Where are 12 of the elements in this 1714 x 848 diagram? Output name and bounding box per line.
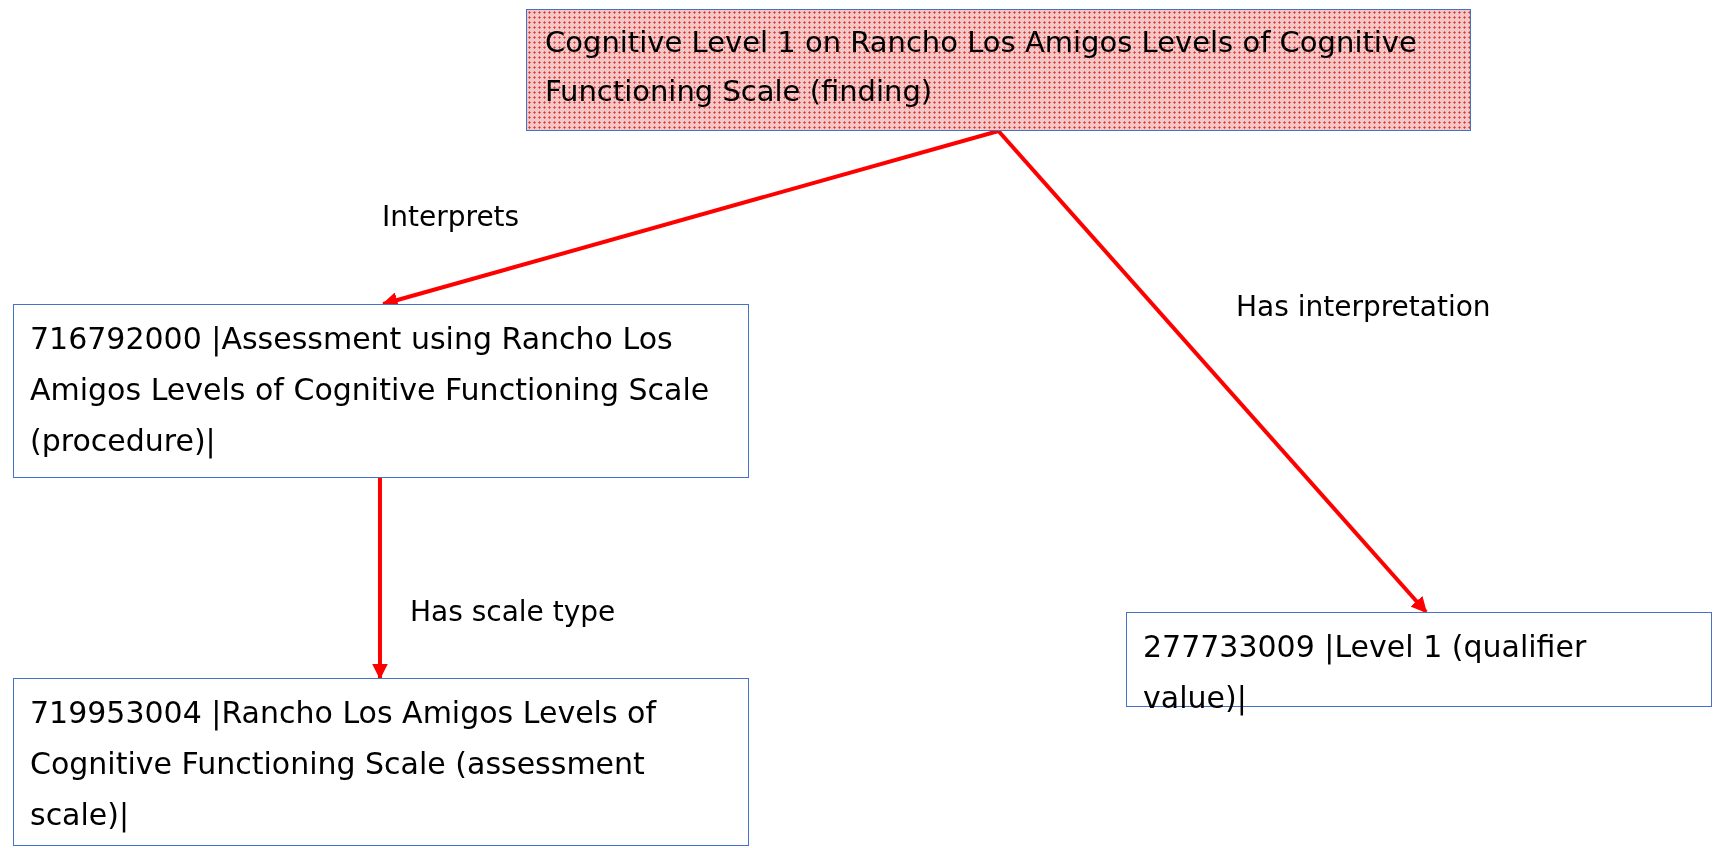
arrow [371, 478, 388, 680]
edge-label: Has interpretation [1236, 290, 1491, 323]
concept-text: 277733009 |Level 1 (qualifier value)| [1143, 629, 1587, 715]
concept-box [526, 9, 1471, 131]
edge-label: Has scale type [410, 595, 616, 628]
concept-text: 716792000 |Assessment using Rancho Los Amigos Levels of Cognitive Functioning Scale (procedure)| [30, 321, 710, 458]
concept-text: 719953004 |Rancho Los Amigos Levels of Cognitive Functioning Scale (assessment scale)| [30, 695, 657, 832]
concept-text: Cognitive Level 1 on Rancho Los Amigos Levels of Cognitive Functioning Scale (finding) [545, 25, 1417, 108]
concept-box [13, 678, 749, 846]
edge-label: Interprets [382, 200, 520, 233]
concept-box [13, 304, 749, 478]
arrow [997, 129, 1428, 614]
